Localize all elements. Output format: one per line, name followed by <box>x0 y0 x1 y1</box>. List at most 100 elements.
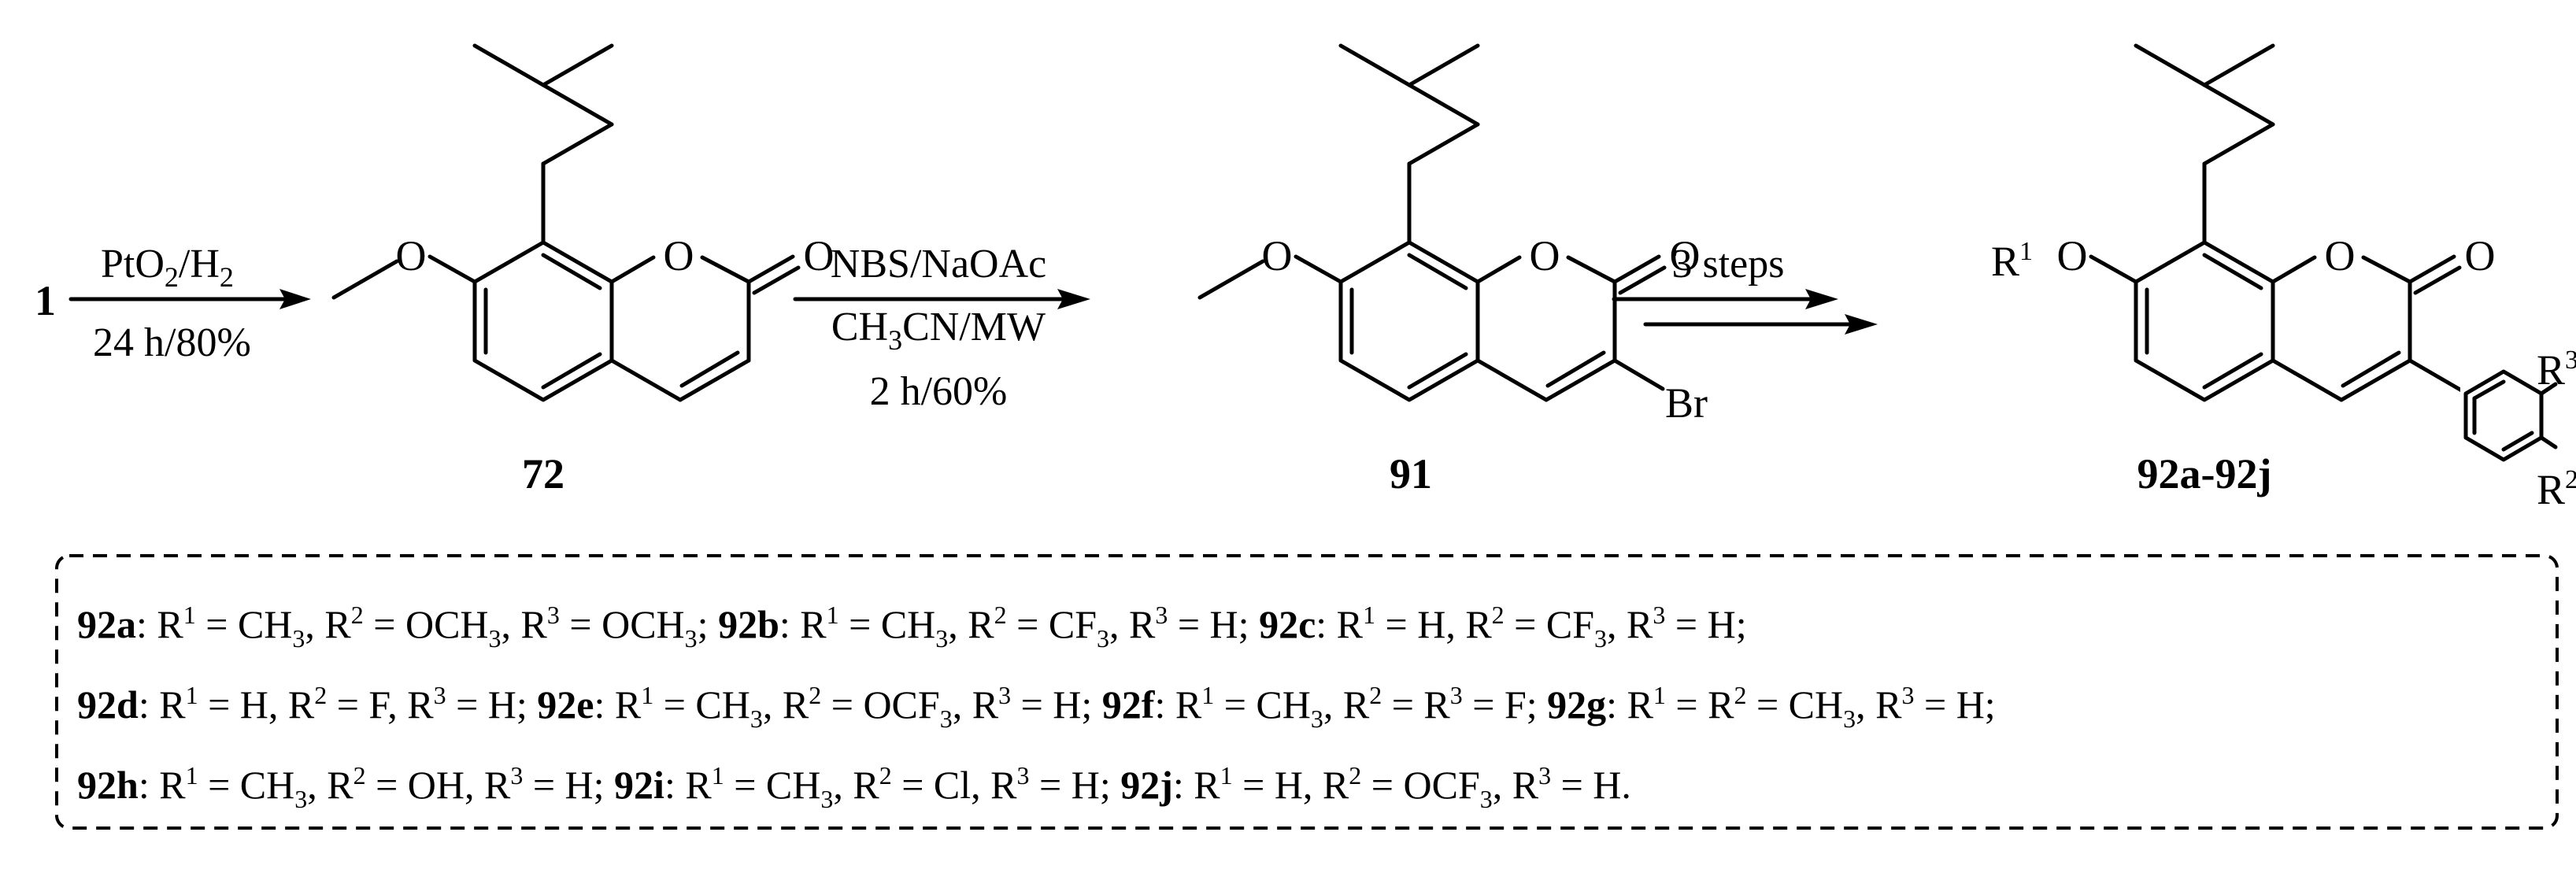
legend-text: 1 <box>1653 681 1666 709</box>
atom-Br-91: Br <box>1665 379 1708 427</box>
atom-O-91-methoxy: O <box>1262 232 1293 279</box>
legend-text: = OCH <box>364 602 489 646</box>
legend-text: 3 <box>1480 785 1493 813</box>
legend-text: 1 <box>186 761 198 789</box>
legend-text: = F; <box>1463 682 1547 727</box>
atom-O-72-methoxy: O <box>396 232 427 279</box>
legend-text: : R <box>594 682 641 727</box>
legend-text: 1 <box>641 681 653 709</box>
legend-text: 3 <box>685 624 698 653</box>
legend-text: = OCH <box>560 602 685 646</box>
legend-text: = H; <box>523 763 614 807</box>
compound-label-92: 92a-92j <box>2137 450 2272 497</box>
legend-text: : R <box>664 763 712 807</box>
compound-label-72: 72 <box>522 450 564 497</box>
legend-text: , R <box>953 682 999 727</box>
step2-condition: 2 h/60% <box>870 369 1008 414</box>
legend-line-3: 92h: R1 = CH3, R2 = OH, R3 = H; 92i: R1 … <box>77 761 1631 813</box>
legend-text: 3 <box>510 761 523 789</box>
legend-text: = R <box>1666 682 1734 727</box>
legend-compound-id: 92c <box>1259 602 1316 646</box>
legend-text: = CF <box>1505 602 1594 646</box>
atom-O-92-ring: O <box>2325 232 2356 279</box>
reaction-arrow-1 <box>68 289 311 309</box>
legend-text: : R <box>1316 602 1363 646</box>
legend-text: = H, R <box>198 682 315 727</box>
legend-text: : R <box>1173 763 1220 807</box>
legend-text: 3 <box>998 681 1011 709</box>
compound-label-91: 91 <box>1390 450 1432 497</box>
legend-text: 3 <box>1155 601 1168 629</box>
legend-text: 1 <box>1201 681 1214 709</box>
atom-O-72-carbonyl: O <box>804 232 835 279</box>
legend-text: = H; <box>1011 682 1102 727</box>
legend-text: = OH, R <box>366 763 511 807</box>
legend-text: 2 <box>879 761 892 789</box>
legend-text: : R <box>1606 682 1653 727</box>
legend-text: 3 <box>1653 601 1665 629</box>
legend-text: = CH <box>653 682 750 727</box>
legend-line-2: 92d: R1 = H, R2 = F, R3 = H; 92e: R1 = C… <box>77 681 1996 733</box>
substituent-R1: R1 <box>1991 237 2033 285</box>
legend-text: : R <box>139 763 186 807</box>
legend-text: 3 <box>940 704 953 733</box>
legend-text: 3 <box>1843 704 1856 733</box>
legend-compound-id: 92d <box>77 682 139 727</box>
substituent-R3: R3 <box>2537 346 2576 394</box>
legend-text: ; <box>698 602 718 646</box>
legend-text: : R <box>779 602 827 646</box>
atom-O-92-ether: O <box>2057 232 2088 279</box>
atom-O-91-carbonyl: O <box>1670 232 1701 279</box>
legend-text: 1 <box>1363 601 1375 629</box>
legend-text: = CH <box>196 602 293 646</box>
legend-text: 2 <box>1369 681 1382 709</box>
legend-line-1: 92a: R1 = CH3, R2 = OCH3, R3 = OCH3; 92b… <box>77 601 1747 653</box>
legend-text: 2 <box>994 601 1007 629</box>
legend-text: 3 <box>1450 681 1463 709</box>
legend-text: , R <box>1493 763 1539 807</box>
legend-text: 3 <box>1594 624 1607 653</box>
legend-text: = OCF <box>821 682 939 727</box>
legend-text: = H. <box>1551 763 1631 807</box>
legend-text: , R <box>305 602 351 646</box>
legend-text: 3 <box>294 785 307 813</box>
legend-compound-id: 92a <box>77 602 136 646</box>
legend-text: = H; <box>1665 602 1746 646</box>
legend-text: 3 <box>1097 624 1109 653</box>
legend-text: 2 <box>351 601 364 629</box>
reaction-arrow-3 <box>1612 289 1878 335</box>
legend-text: = H; <box>446 682 538 727</box>
legend-compound-id: 92b <box>718 602 779 646</box>
legend-text: 2 <box>314 681 327 709</box>
legend-compound-id: 92g <box>1547 682 1606 727</box>
legend-text: , R <box>1109 602 1156 646</box>
legend-text: = CH <box>1214 682 1311 727</box>
legend-compound-id: 92e <box>537 682 594 727</box>
substituent-R2: R2 <box>2537 465 2576 513</box>
legend-text: , R <box>1856 682 1902 727</box>
legend-text: = H; <box>1168 602 1259 646</box>
legend-text: : R <box>139 682 186 727</box>
legend-text: 1 <box>1220 761 1233 789</box>
legend-text: = H, R <box>1233 763 1349 807</box>
legend-text: 3 <box>489 624 502 653</box>
legend-text: 2 <box>1734 681 1746 709</box>
aryl-ring <box>2460 346 2576 520</box>
legend-text: 1 <box>186 681 198 709</box>
atom-O-72-ring: O <box>664 232 694 279</box>
legend-text: = CH <box>724 763 821 807</box>
step2-reagent-2: CH3CN/MW <box>831 305 1046 356</box>
legend-text: 3 <box>1311 704 1323 733</box>
legend-compound-id: 92j <box>1120 763 1173 807</box>
legend-text: = H; <box>1030 763 1121 807</box>
legend-text: = H, R <box>1375 602 1492 646</box>
legend-text: = Cl, R <box>892 763 1017 807</box>
step2-reagent-1: NBS/NaOAc <box>831 242 1046 287</box>
legend-text: , R <box>948 602 994 646</box>
legend-text: , R <box>1323 682 1370 727</box>
legend-text: 3 <box>1017 761 1030 789</box>
legend-text: 3 <box>434 681 446 709</box>
legend-text: 3 <box>820 785 833 813</box>
legend-text: , R <box>1607 602 1653 646</box>
legend-text: = H; <box>1915 682 1996 727</box>
